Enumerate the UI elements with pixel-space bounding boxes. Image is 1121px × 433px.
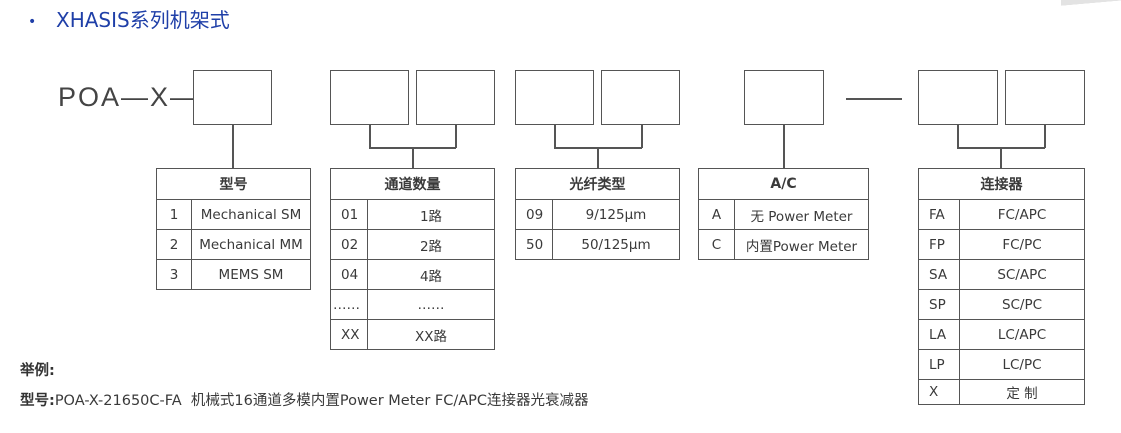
link-line (412, 147, 414, 169)
code-box-ac (744, 70, 824, 125)
table-row: ………… (330, 289, 495, 320)
link-line (1000, 147, 1002, 169)
link-line (1044, 124, 1046, 148)
code-box-connector-1 (918, 70, 998, 125)
link-line (554, 124, 556, 148)
table-header: 通道数量 (330, 168, 495, 200)
example-line: 型号:POA-X-21650C-FA 机械式16通道多模内置Power Mete… (20, 389, 589, 410)
example-label: 举例: (20, 363, 55, 379)
section-title-text: XHASIS系列机架式 (56, 8, 230, 32)
table-header: 型号 (156, 168, 311, 200)
code-box-model (193, 70, 272, 125)
link-line (783, 124, 785, 169)
example-model-value: POA-X-21650C-FA 机械式16通道多模内置Power Meter F… (54, 393, 589, 409)
code-box-fiber-2 (601, 70, 680, 125)
example-model-label: 型号: (20, 393, 55, 409)
link-line (455, 124, 457, 148)
code-box-fiber-1 (515, 70, 594, 125)
code-box-connector-2 (1005, 70, 1085, 125)
section-title: • XHASIS系列机架式 (28, 4, 230, 33)
link-line (369, 124, 371, 148)
link-line (641, 124, 643, 148)
link-line (232, 124, 234, 169)
code-box-channel-1 (330, 70, 409, 125)
table-header: 连接器 (918, 168, 1085, 200)
bullet-icon: • (28, 13, 37, 30)
link-line (957, 124, 959, 148)
code-box-channel-2 (416, 70, 495, 125)
model-prefix: POA—X— (58, 82, 200, 112)
decorative-corner (1061, 0, 1121, 6)
table-header: 光纤类型 (515, 168, 680, 200)
separator-dash (846, 98, 902, 100)
link-line (597, 147, 599, 169)
table-header: A/C (698, 168, 869, 200)
